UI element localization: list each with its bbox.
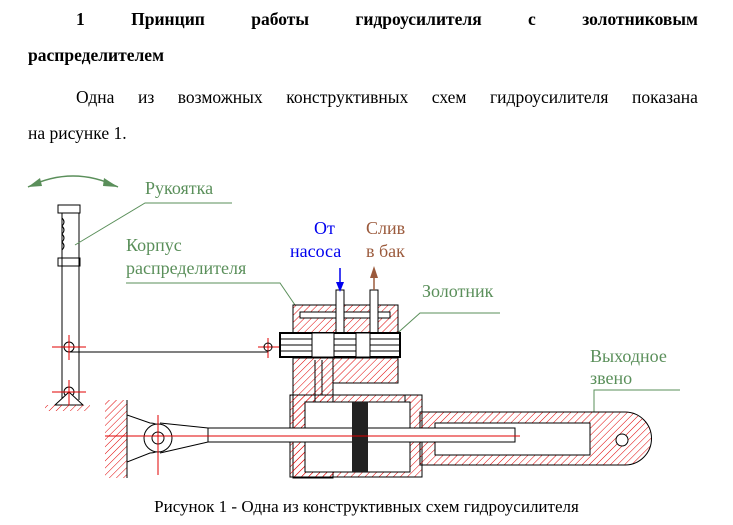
para-word: схем bbox=[431, 87, 467, 107]
heading-word: золотниковым bbox=[582, 9, 698, 29]
heading-word: гидроусилителя bbox=[355, 9, 482, 29]
para-word: из bbox=[137, 87, 155, 107]
para-line2: на рисунке 1. bbox=[28, 123, 127, 143]
heading-number: 1 bbox=[76, 9, 85, 29]
label-drain-1: Слив bbox=[366, 218, 405, 238]
label-drain-2: в бак bbox=[366, 241, 405, 261]
section-heading: 1 Принцип работы гидроусилителя с золотниковы… bbox=[28, 8, 698, 66]
heading-word: Принцип bbox=[131, 9, 205, 29]
figure-caption: Рисунок 1 - Одна из конструктивных схем … bbox=[154, 497, 579, 516]
lever bbox=[53, 204, 268, 406]
label-output-1: Выходное bbox=[590, 346, 667, 366]
label-from-pump-1: От bbox=[314, 218, 335, 238]
para-word: показана bbox=[631, 87, 698, 107]
heading-word: работы bbox=[251, 9, 310, 29]
body-paragraph: Одна из возможных конструктивных схем гидроус… bbox=[28, 86, 698, 144]
label-handle: Рукоятка bbox=[145, 178, 213, 198]
label-from-pump-2: насоса bbox=[290, 241, 341, 261]
label-body-2: распределителя bbox=[126, 258, 246, 278]
para-word: возможных bbox=[177, 87, 263, 107]
heading-line2: распределителем bbox=[28, 45, 164, 65]
label-body-1: Корпус bbox=[126, 235, 182, 255]
label-spool: Золотник bbox=[422, 281, 494, 301]
para-word: конструктивных bbox=[286, 87, 409, 107]
leader-lines bbox=[74, 202, 680, 412]
para-word: гидроусилителя bbox=[490, 87, 609, 107]
para-word: Одна bbox=[76, 87, 115, 107]
label-output-2: звено bbox=[590, 368, 632, 388]
heading-word: с bbox=[528, 9, 536, 29]
